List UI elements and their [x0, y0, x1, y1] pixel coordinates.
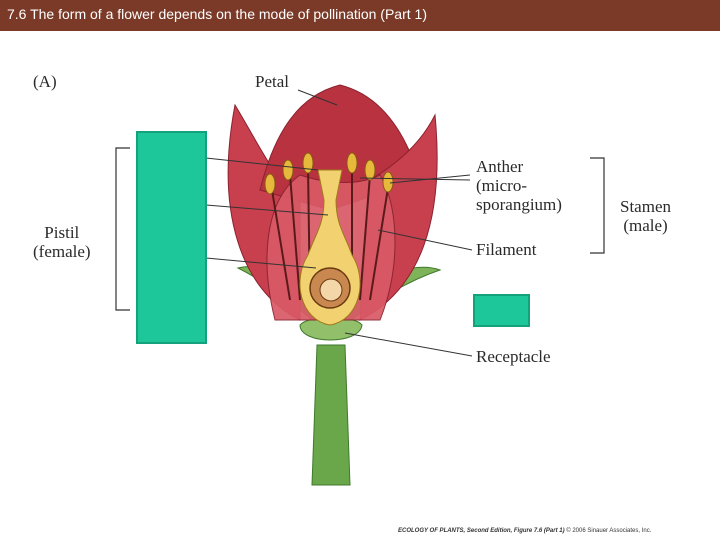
credit-copyright: © 2006 Sinauer Associates, Inc.	[566, 528, 652, 534]
anther	[264, 173, 276, 195]
filament-label: Filament	[476, 240, 537, 259]
leader-line-anther-2	[359, 177, 471, 181]
answer-box[interactable]	[473, 294, 530, 327]
credit-book: ECOLOGY OF PLANTS, Second Edition, Figur…	[398, 528, 565, 534]
anther	[382, 171, 394, 193]
slide-title-bar: 7.6 The form of a flower depends on the …	[0, 0, 720, 31]
pistil-bracket	[115, 147, 130, 311]
anther	[282, 159, 294, 181]
figure-credit: ECOLOGY OF PLANTS, Second Edition, Figur…	[398, 528, 651, 534]
leader-line-receptacle	[344, 332, 473, 357]
filament	[359, 174, 371, 301]
panel-label: (A)	[33, 72, 57, 91]
leader-line-filament	[377, 229, 473, 251]
leader-line-pistil-3	[205, 257, 317, 269]
stem	[311, 344, 351, 486]
pistil-label: Pistil (female)	[33, 223, 91, 261]
pistil-answer-box[interactable]	[136, 131, 207, 344]
leader-line-pistil	[205, 157, 319, 171]
slide-title: 7.6 The form of a flower depends on the …	[7, 6, 427, 22]
anther-label: Anther (micro- sporangium)	[476, 157, 562, 214]
anther	[302, 152, 314, 174]
filament	[289, 174, 301, 301]
anther	[364, 159, 376, 181]
anther	[346, 152, 358, 174]
petal-label: Petal	[255, 72, 289, 91]
ovule	[319, 278, 343, 302]
filament	[271, 189, 291, 301]
leader-line-petal	[297, 89, 338, 106]
filament	[369, 187, 389, 301]
receptacle-label: Receptacle	[476, 347, 551, 366]
stamen-bracket	[590, 157, 605, 254]
stamen-label: Stamen (male)	[620, 197, 671, 235]
leader-line-pistil-2	[205, 204, 329, 216]
